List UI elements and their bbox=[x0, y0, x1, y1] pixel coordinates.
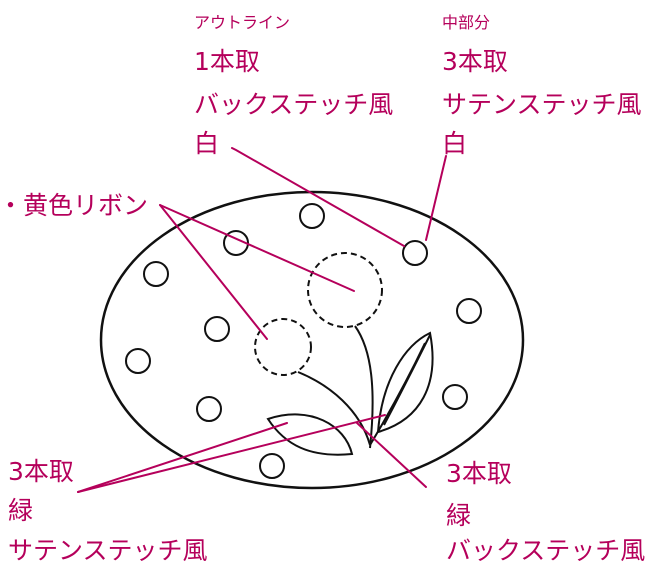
stems bbox=[297, 325, 426, 449]
outline-threads: 1本取 bbox=[194, 47, 260, 76]
stem-color: 緑 bbox=[446, 501, 472, 530]
leader-ribbon-2 bbox=[159, 204, 268, 340]
stem-left bbox=[297, 371, 371, 446]
center-stitch: サテンステッチ風 bbox=[442, 90, 642, 119]
leader-lines bbox=[77, 147, 447, 493]
leader-outline bbox=[231, 147, 405, 247]
small-circles bbox=[125, 203, 482, 479]
stem-threads: 3本取 bbox=[446, 459, 512, 488]
leaves-stitch: サテンステッチ風 bbox=[8, 536, 208, 565]
outline-heading: アウトライン bbox=[194, 13, 291, 32]
leader-ribbon-1 bbox=[159, 204, 355, 292]
stem-stitch: バックステッチ風 bbox=[446, 536, 646, 565]
stem-main bbox=[354, 325, 374, 449]
outline-stitch: バックステッチ風 bbox=[194, 90, 394, 119]
ribbon-circles bbox=[254, 252, 383, 376]
oval-outline bbox=[99, 190, 525, 490]
ribbon-circle-small bbox=[254, 318, 312, 376]
leaves-threads: 3本取 bbox=[8, 457, 74, 486]
small-circle bbox=[196, 396, 222, 422]
small-circle bbox=[299, 203, 325, 229]
leader-stem bbox=[356, 422, 427, 488]
ribbon-label: ・黄色リボン bbox=[0, 191, 149, 220]
small-circle bbox=[442, 384, 468, 410]
outline-color: 白 bbox=[194, 129, 220, 158]
ribbon-circle-large bbox=[307, 252, 383, 328]
leader-leaves-1 bbox=[77, 422, 288, 493]
small-circle bbox=[204, 316, 230, 342]
leaf-right bbox=[376, 331, 434, 434]
center-color: 白 bbox=[442, 129, 468, 158]
center-threads: 3本取 bbox=[442, 47, 508, 76]
small-circle bbox=[125, 348, 151, 374]
small-circle bbox=[456, 298, 482, 324]
leaves-color: 緑 bbox=[8, 496, 34, 525]
leader-center bbox=[425, 155, 447, 241]
small-circle bbox=[259, 453, 285, 479]
small-circle bbox=[402, 240, 428, 266]
leader-leaves-2 bbox=[77, 414, 386, 493]
leaves bbox=[266, 331, 434, 456]
leaf-right-vein bbox=[383, 334, 431, 426]
small-circle bbox=[143, 261, 169, 287]
center-heading: 中部分 bbox=[442, 13, 491, 32]
